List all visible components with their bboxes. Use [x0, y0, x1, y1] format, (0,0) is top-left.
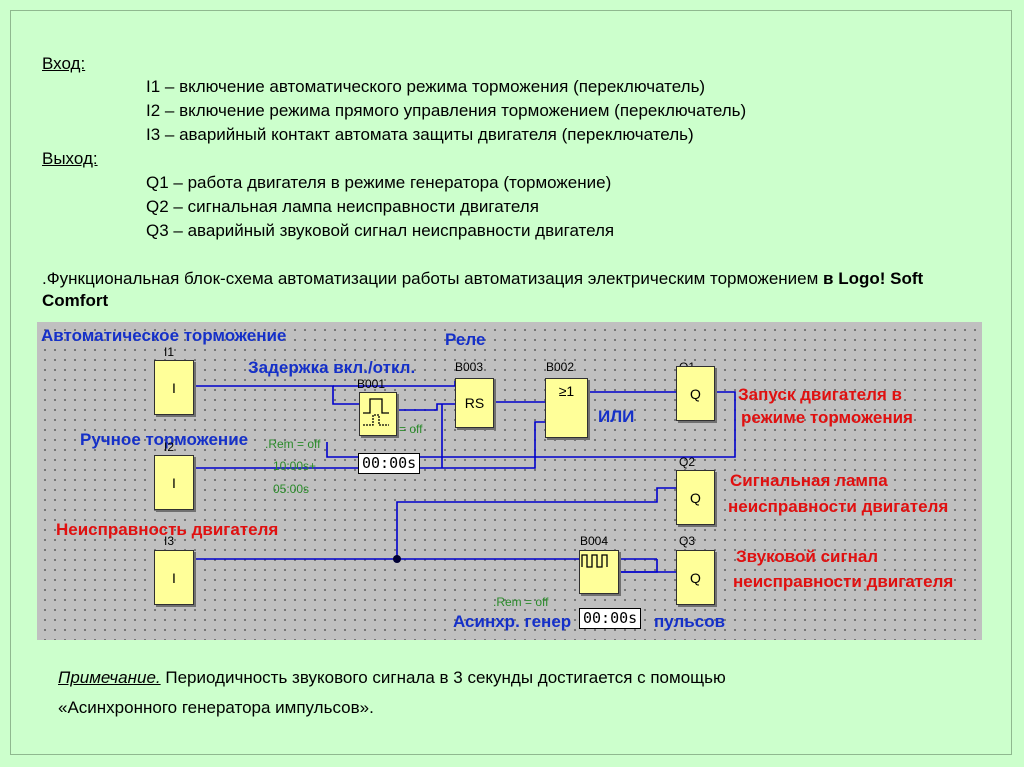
- note-label: Примечание.: [58, 668, 161, 687]
- label-q2-line2: неисправности двигателя: [728, 497, 949, 516]
- label-delay: Задержка вкл./откл.: [248, 358, 416, 377]
- label-pulses: пульсов: [654, 612, 726, 631]
- b004-timer-display: 00:00s: [579, 608, 642, 629]
- block-q3[interactable]: Q: [676, 550, 715, 605]
- note-text-2: «Асинхронного генератора импульсов».: [58, 698, 374, 717]
- note-text-1: Периодичность звукового сигнала в 3 секу…: [160, 668, 726, 687]
- id-i3: I3: [164, 534, 175, 548]
- wire-b001-b003: [397, 403, 455, 411]
- wire-i1-b003: [333, 381, 456, 387]
- label-q3-line1: Звуковой сигнал: [736, 547, 879, 566]
- pulse-generator-icon: [581, 554, 608, 568]
- label-q1-line1: Запуск двигателя в: [738, 385, 902, 404]
- input-line-3: I3 – аварийный контакт автомата защиты д…: [146, 125, 694, 144]
- b001-off-time: 05:00s: [273, 482, 310, 496]
- label-q2-line1: Сигнальная лампа: [730, 471, 888, 490]
- output-line-2: Q2 – сигнальная лампа неисправности двиг…: [146, 197, 539, 216]
- label-motor-fault: Неисправность двигателя: [56, 520, 279, 539]
- label-q1-line2: режиме торможения: [741, 408, 913, 427]
- id-i2: I2: [164, 440, 175, 454]
- input-line-1: I1 – включение автоматического режима то…: [146, 77, 706, 96]
- b001-timer-display: 00:00s: [358, 453, 421, 474]
- id-q2: Q2: [679, 455, 696, 469]
- id-b001: B001: [357, 377, 386, 391]
- block-q1[interactable]: Q: [676, 366, 715, 421]
- b001-rem: .Rem = off: [265, 437, 321, 451]
- id-b002: B002: [546, 360, 575, 374]
- function-block-diagram: Автоматическое торможение Реле Задержка …: [37, 322, 982, 640]
- output-line-3: Q3 – аварийный звуковой сигнал неисправн…: [146, 221, 615, 240]
- label-auto-braking: Автоматическое торможение: [41, 326, 287, 345]
- input-line-2: I2 – включение режима прямого управления…: [146, 101, 747, 120]
- block-b002[interactable]: ≥1: [545, 378, 588, 438]
- id-q3: Q3: [679, 534, 696, 548]
- wire-q1-feedback: [326, 391, 736, 458]
- block-i3[interactable]: I: [154, 550, 194, 605]
- id-b004: B004: [580, 534, 609, 548]
- input-header: Вход:: [42, 54, 86, 73]
- block-q2[interactable]: Q: [676, 470, 715, 525]
- block-b004[interactable]: [579, 550, 619, 594]
- id-b003: B003: [455, 360, 484, 374]
- slide-frame: [10, 10, 1012, 755]
- block-b001[interactable]: [359, 392, 397, 436]
- output-header: Выход:: [42, 149, 98, 168]
- block-i2[interactable]: I: [154, 455, 194, 510]
- subtitle-text: .Функциональная блок-схема автоматизации…: [42, 269, 824, 288]
- junction-dot: [393, 555, 401, 563]
- wire-i3-q2: [396, 487, 676, 559]
- block-i1[interactable]: I: [154, 360, 194, 415]
- label-q3-line2: неисправности двигателя: [733, 572, 954, 591]
- wire-i1-b001: [194, 385, 359, 405]
- diagram-subtitle: .Функциональная блок-схема автоматизации…: [42, 268, 987, 312]
- label-manual-braking: Ручное торможение: [80, 430, 249, 449]
- label-relay: Реле: [445, 330, 486, 349]
- output-line-1: Q1 – работа двигателя в режиме генератор…: [146, 173, 612, 192]
- note: Примечание. Периодичность звукового сигн…: [58, 663, 958, 723]
- id-i1: I1: [164, 345, 175, 359]
- on-off-delay-icon: [363, 398, 389, 426]
- b001-out: = off: [399, 422, 423, 436]
- label-async-gen: Асинхр. генер: [453, 612, 572, 631]
- subtitle-bold: в Logo! Soft Comfort: [42, 269, 924, 310]
- block-b003[interactable]: RS: [455, 378, 494, 428]
- b001-on-time: 10:00s+: [273, 459, 317, 473]
- b004-rem: .Rem = off: [493, 595, 549, 609]
- label-or: ИЛИ: [598, 407, 635, 426]
